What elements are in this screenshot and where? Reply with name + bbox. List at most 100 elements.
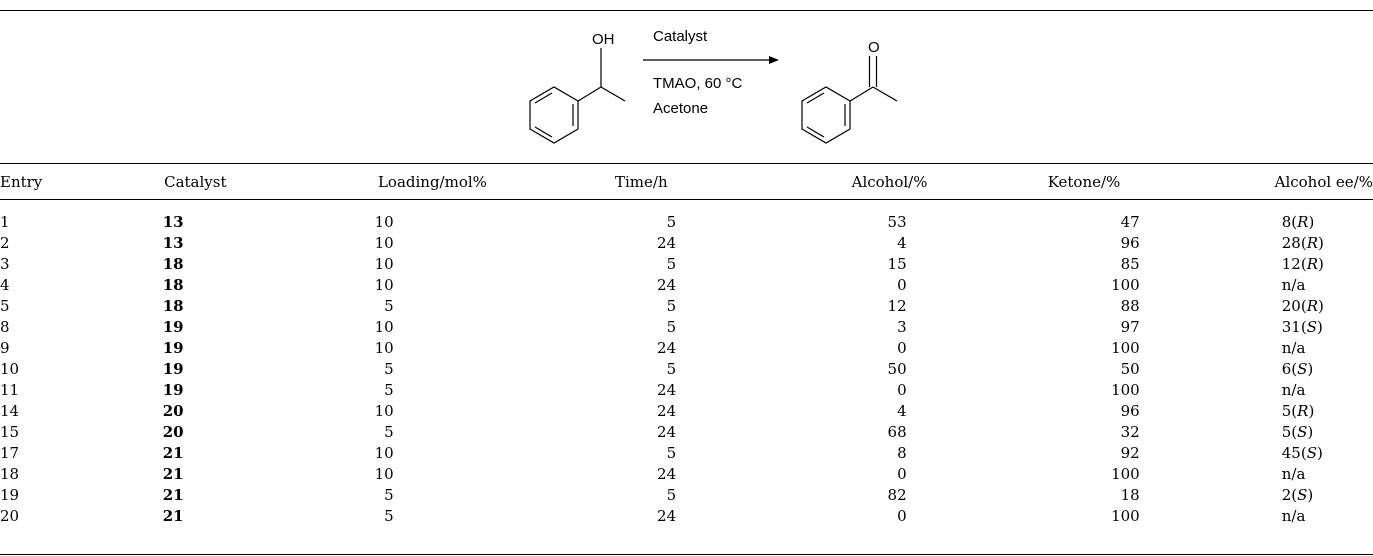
cell-loading: 10: [374, 465, 394, 483]
reactant-hydroxyl-label: OH: [592, 31, 615, 48]
cell-entry: 20: [0, 507, 20, 525]
cell-alcohol-ee: n/a: [1282, 506, 1373, 527]
cell-alcohol-ee: 8(R): [1282, 212, 1373, 233]
ee-value: n/a: [1281, 465, 1306, 483]
ee-value: n/a: [1281, 339, 1306, 357]
cell-ketone: 18: [1120, 486, 1140, 504]
config-paren-close: ): [1317, 234, 1324, 252]
config-paren-open: (: [1300, 318, 1307, 336]
cell-loading: 10: [374, 402, 394, 420]
config-paren-close: ): [1317, 255, 1324, 273]
cell-alcohol: 4: [897, 234, 907, 252]
cell-catalyst: 18: [162, 276, 184, 294]
cell-alcohol: 68: [887, 423, 907, 441]
cell-ketone: 32: [1120, 423, 1140, 441]
cell-time: 5: [666, 318, 677, 336]
cell-entry: 18: [0, 465, 20, 483]
cell-entry: 5: [0, 297, 10, 315]
condition-oxidant-temperature: TMAO, 60 °C: [653, 75, 743, 92]
cell-alcohol-ee: n/a: [1282, 464, 1373, 485]
ee-value: 6: [1281, 360, 1292, 378]
config-paren-close: ): [1308, 213, 1315, 231]
cell-loading: 10: [374, 213, 394, 231]
condition-catalyst: Catalyst: [653, 28, 708, 45]
ee-configuration: S: [1306, 444, 1317, 462]
cell-entry: 15: [0, 423, 20, 441]
ee-value: 31: [1281, 318, 1301, 336]
config-paren-open: (: [1300, 444, 1307, 462]
cell-catalyst: 18: [162, 255, 184, 273]
header-row: Entry Catalyst Loading/mol% Time/h Alcoh…: [0, 170, 1373, 194]
cell-alcohol: 3: [897, 318, 907, 336]
ee-configuration: R: [1306, 255, 1318, 273]
condition-solvent: Acetone: [653, 100, 708, 117]
cell-catalyst: 21: [162, 507, 184, 525]
cell-loading: 10: [374, 339, 394, 357]
cell-alcohol: 53: [887, 213, 907, 231]
bottom-rule: [0, 554, 1373, 556]
ee-configuration: R: [1297, 213, 1309, 231]
cell-ketone: 96: [1120, 234, 1140, 252]
ee-value: n/a: [1281, 507, 1306, 525]
cell-ketone: 92: [1120, 444, 1140, 462]
product-carbonyl-label: O: [868, 39, 880, 56]
cell-entry: 1: [0, 213, 10, 231]
cell-entry: 4: [0, 276, 10, 294]
ee-value: 12: [1281, 255, 1301, 273]
config-paren-close: ): [1307, 423, 1314, 441]
config-paren-close: ): [1317, 297, 1324, 315]
cell-loading: 10: [374, 318, 394, 336]
cell-time: 5: [666, 297, 677, 315]
cell-alcohol: 82: [887, 486, 907, 504]
top-rule: [0, 10, 1373, 12]
config-paren-close: ): [1307, 360, 1314, 378]
cell-ketone: 88: [1120, 297, 1140, 315]
table-header: Entry Catalyst Loading/mol% Time/h Alcoh…: [0, 170, 1373, 194]
cell-entry: 8: [0, 318, 10, 336]
cell-alcohol-ee: 12(R): [1282, 254, 1373, 275]
cell-loading: 5: [384, 360, 394, 378]
cell-time: 5: [666, 444, 677, 462]
cell-entry: 2: [0, 234, 10, 252]
ee-value: n/a: [1281, 381, 1306, 399]
ee-value: 5: [1281, 423, 1292, 441]
cell-alcohol-ee: 2(S): [1282, 485, 1373, 506]
config-paren-close: ): [1316, 318, 1323, 336]
ee-value: 20: [1281, 297, 1301, 315]
ee-configuration: S: [1297, 360, 1308, 378]
cell-alcohol-ee: 45(S): [1282, 443, 1373, 464]
ee-configuration: S: [1297, 486, 1308, 504]
config-paren-open: (: [1300, 297, 1307, 315]
cell-loading: 10: [374, 234, 394, 252]
cell-time: 5: [666, 486, 677, 504]
cell-catalyst: 13: [162, 213, 184, 231]
header-time: Time/h: [615, 173, 668, 191]
config-paren-open: (: [1291, 486, 1298, 504]
cell-ketone: 100: [1111, 339, 1140, 357]
cell-alcohol-ee: 31(S): [1282, 317, 1373, 338]
cell-time: 24: [657, 423, 677, 441]
cell-loading: 10: [374, 444, 394, 462]
reaction-scheme: OH Catalyst TMAO, 60 °C Acetone O: [529, 28, 898, 144]
config-paren-open: (: [1300, 255, 1307, 273]
cell-alcohol: 0: [897, 381, 907, 399]
cell-alcohol: 0: [897, 276, 907, 294]
product-structure: [801, 56, 898, 144]
cell-entry: 14: [0, 402, 20, 420]
header-catalyst: Catalyst: [164, 173, 227, 191]
cell-entry: 3: [0, 255, 10, 273]
header-loading: Loading/mol%: [377, 173, 487, 191]
cell-alcohol: 15: [887, 255, 907, 273]
header-bottom-rule: [0, 199, 1373, 200]
config-paren-close: ): [1307, 486, 1314, 504]
